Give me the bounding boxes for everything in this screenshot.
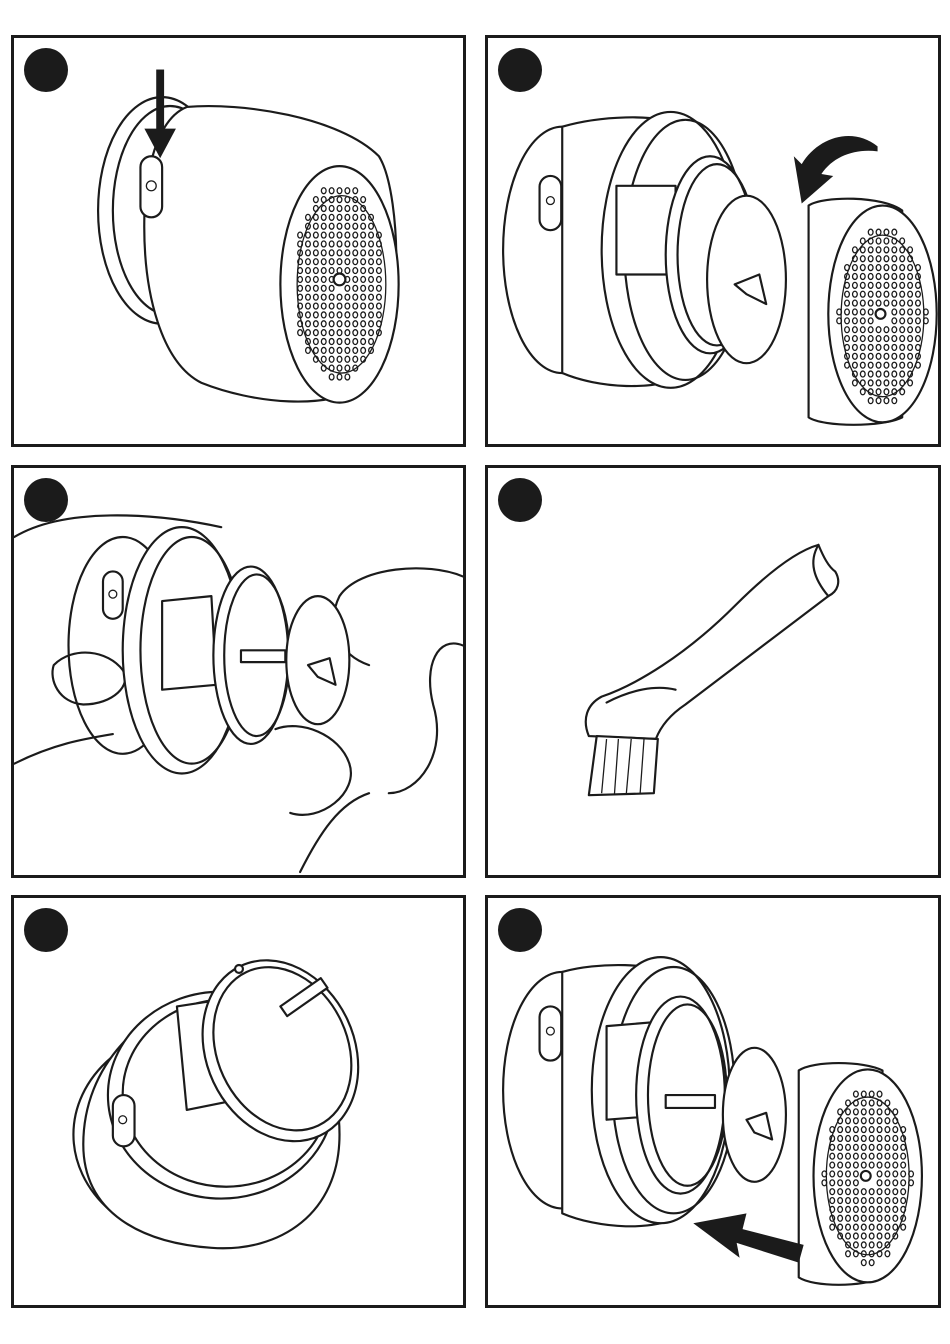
reassemble-illustration [488, 898, 938, 1305]
power-button-press-illustration [14, 38, 463, 444]
step-4-panel [485, 465, 941, 878]
step-3-panel [11, 465, 466, 878]
step-1-panel [11, 35, 466, 447]
step-6-panel [485, 895, 941, 1308]
cleaning-brush-illustration [488, 468, 938, 875]
remove-blade-illustration [14, 468, 463, 875]
blade-housing-illustration [14, 898, 463, 1305]
unscrew-cover-illustration [488, 38, 938, 444]
step-5-panel [11, 895, 466, 1308]
step-2-panel [485, 35, 941, 447]
